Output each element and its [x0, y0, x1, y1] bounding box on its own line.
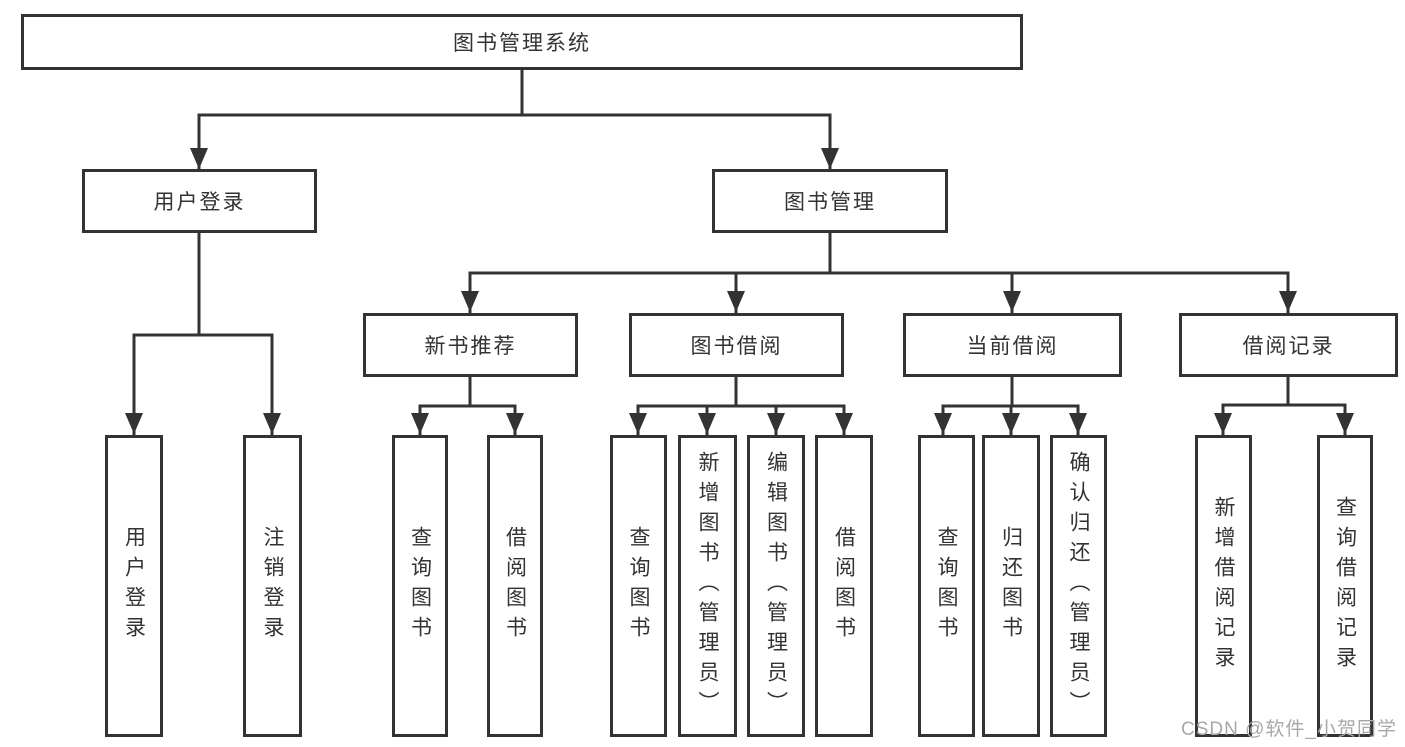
- leaf-query-borrow-record-label: 查询借阅记录: [1333, 496, 1357, 676]
- leaf-query-borrow-record: 查询借阅记录: [1317, 435, 1373, 737]
- node-book-management-label: 图书管理: [784, 191, 876, 214]
- node-new-book-recommend: 新书推荐: [363, 313, 578, 377]
- leaf-edit-book-admin-label: 编辑图书（管理员）: [764, 451, 788, 721]
- leaf-add-book-admin-label: 新增图书（管理员）: [696, 451, 719, 721]
- node-book-management: 图书管理: [712, 169, 948, 233]
- leaf-borrow-books: 借阅图书: [815, 435, 873, 737]
- node-current-borrow-label: 当前借阅: [966, 335, 1059, 358]
- leaf-logout-label: 注销登录: [261, 526, 284, 646]
- leaf-query-books-current: 查询图书: [918, 435, 975, 737]
- leaf-user-login-label: 用户登录: [122, 526, 146, 646]
- leaf-query-books-recommend-label: 查询图书: [408, 526, 432, 646]
- node-book-borrow-label: 图书借阅: [690, 335, 783, 358]
- leaf-add-borrow-record: 新增借阅记录: [1195, 435, 1252, 737]
- leaf-logout: 注销登录: [243, 435, 302, 737]
- leaf-edit-book-admin: 编辑图书（管理员）: [747, 435, 805, 737]
- leaf-query-books-current-label: 查询图书: [935, 526, 958, 646]
- leaf-return-book: 归还图书: [982, 435, 1040, 737]
- node-borrow-records: 借阅记录: [1179, 313, 1398, 377]
- leaf-query-books-recommend: 查询图书: [392, 435, 448, 737]
- leaf-query-books-borrow: 查询图书: [610, 435, 667, 737]
- node-current-borrow: 当前借阅: [903, 313, 1122, 377]
- leaf-add-book-admin: 新增图书（管理员）: [678, 435, 737, 737]
- leaf-return-book-label: 归还图书: [999, 526, 1023, 646]
- node-user-login: 用户登录: [82, 169, 317, 233]
- node-user-login-label: 用户登录: [153, 191, 246, 214]
- node-book-borrow: 图书借阅: [629, 313, 844, 377]
- leaf-confirm-return-admin-label: 确认归还（管理员）: [1067, 451, 1090, 721]
- leaf-borrow-books-recommend: 借阅图书: [487, 435, 543, 737]
- leaf-user-login: 用户登录: [105, 435, 163, 737]
- node-root-label: 图书管理系统: [453, 32, 591, 55]
- leaf-query-books-borrow-label: 查询图书: [627, 526, 650, 646]
- node-borrow-records-label: 借阅记录: [1242, 335, 1335, 358]
- leaf-borrow-books-recommend-label: 借阅图书: [503, 526, 527, 646]
- leaf-borrow-books-label: 借阅图书: [832, 526, 856, 646]
- node-new-book-recommend-label: 新书推荐: [424, 335, 517, 358]
- leaf-add-borrow-record-label: 新增借阅记录: [1212, 496, 1235, 676]
- leaf-confirm-return-admin: 确认归还（管理员）: [1050, 435, 1107, 737]
- watermark: CSDN @软件_小贺同学: [1181, 719, 1397, 740]
- node-root: 图书管理系统: [21, 14, 1023, 70]
